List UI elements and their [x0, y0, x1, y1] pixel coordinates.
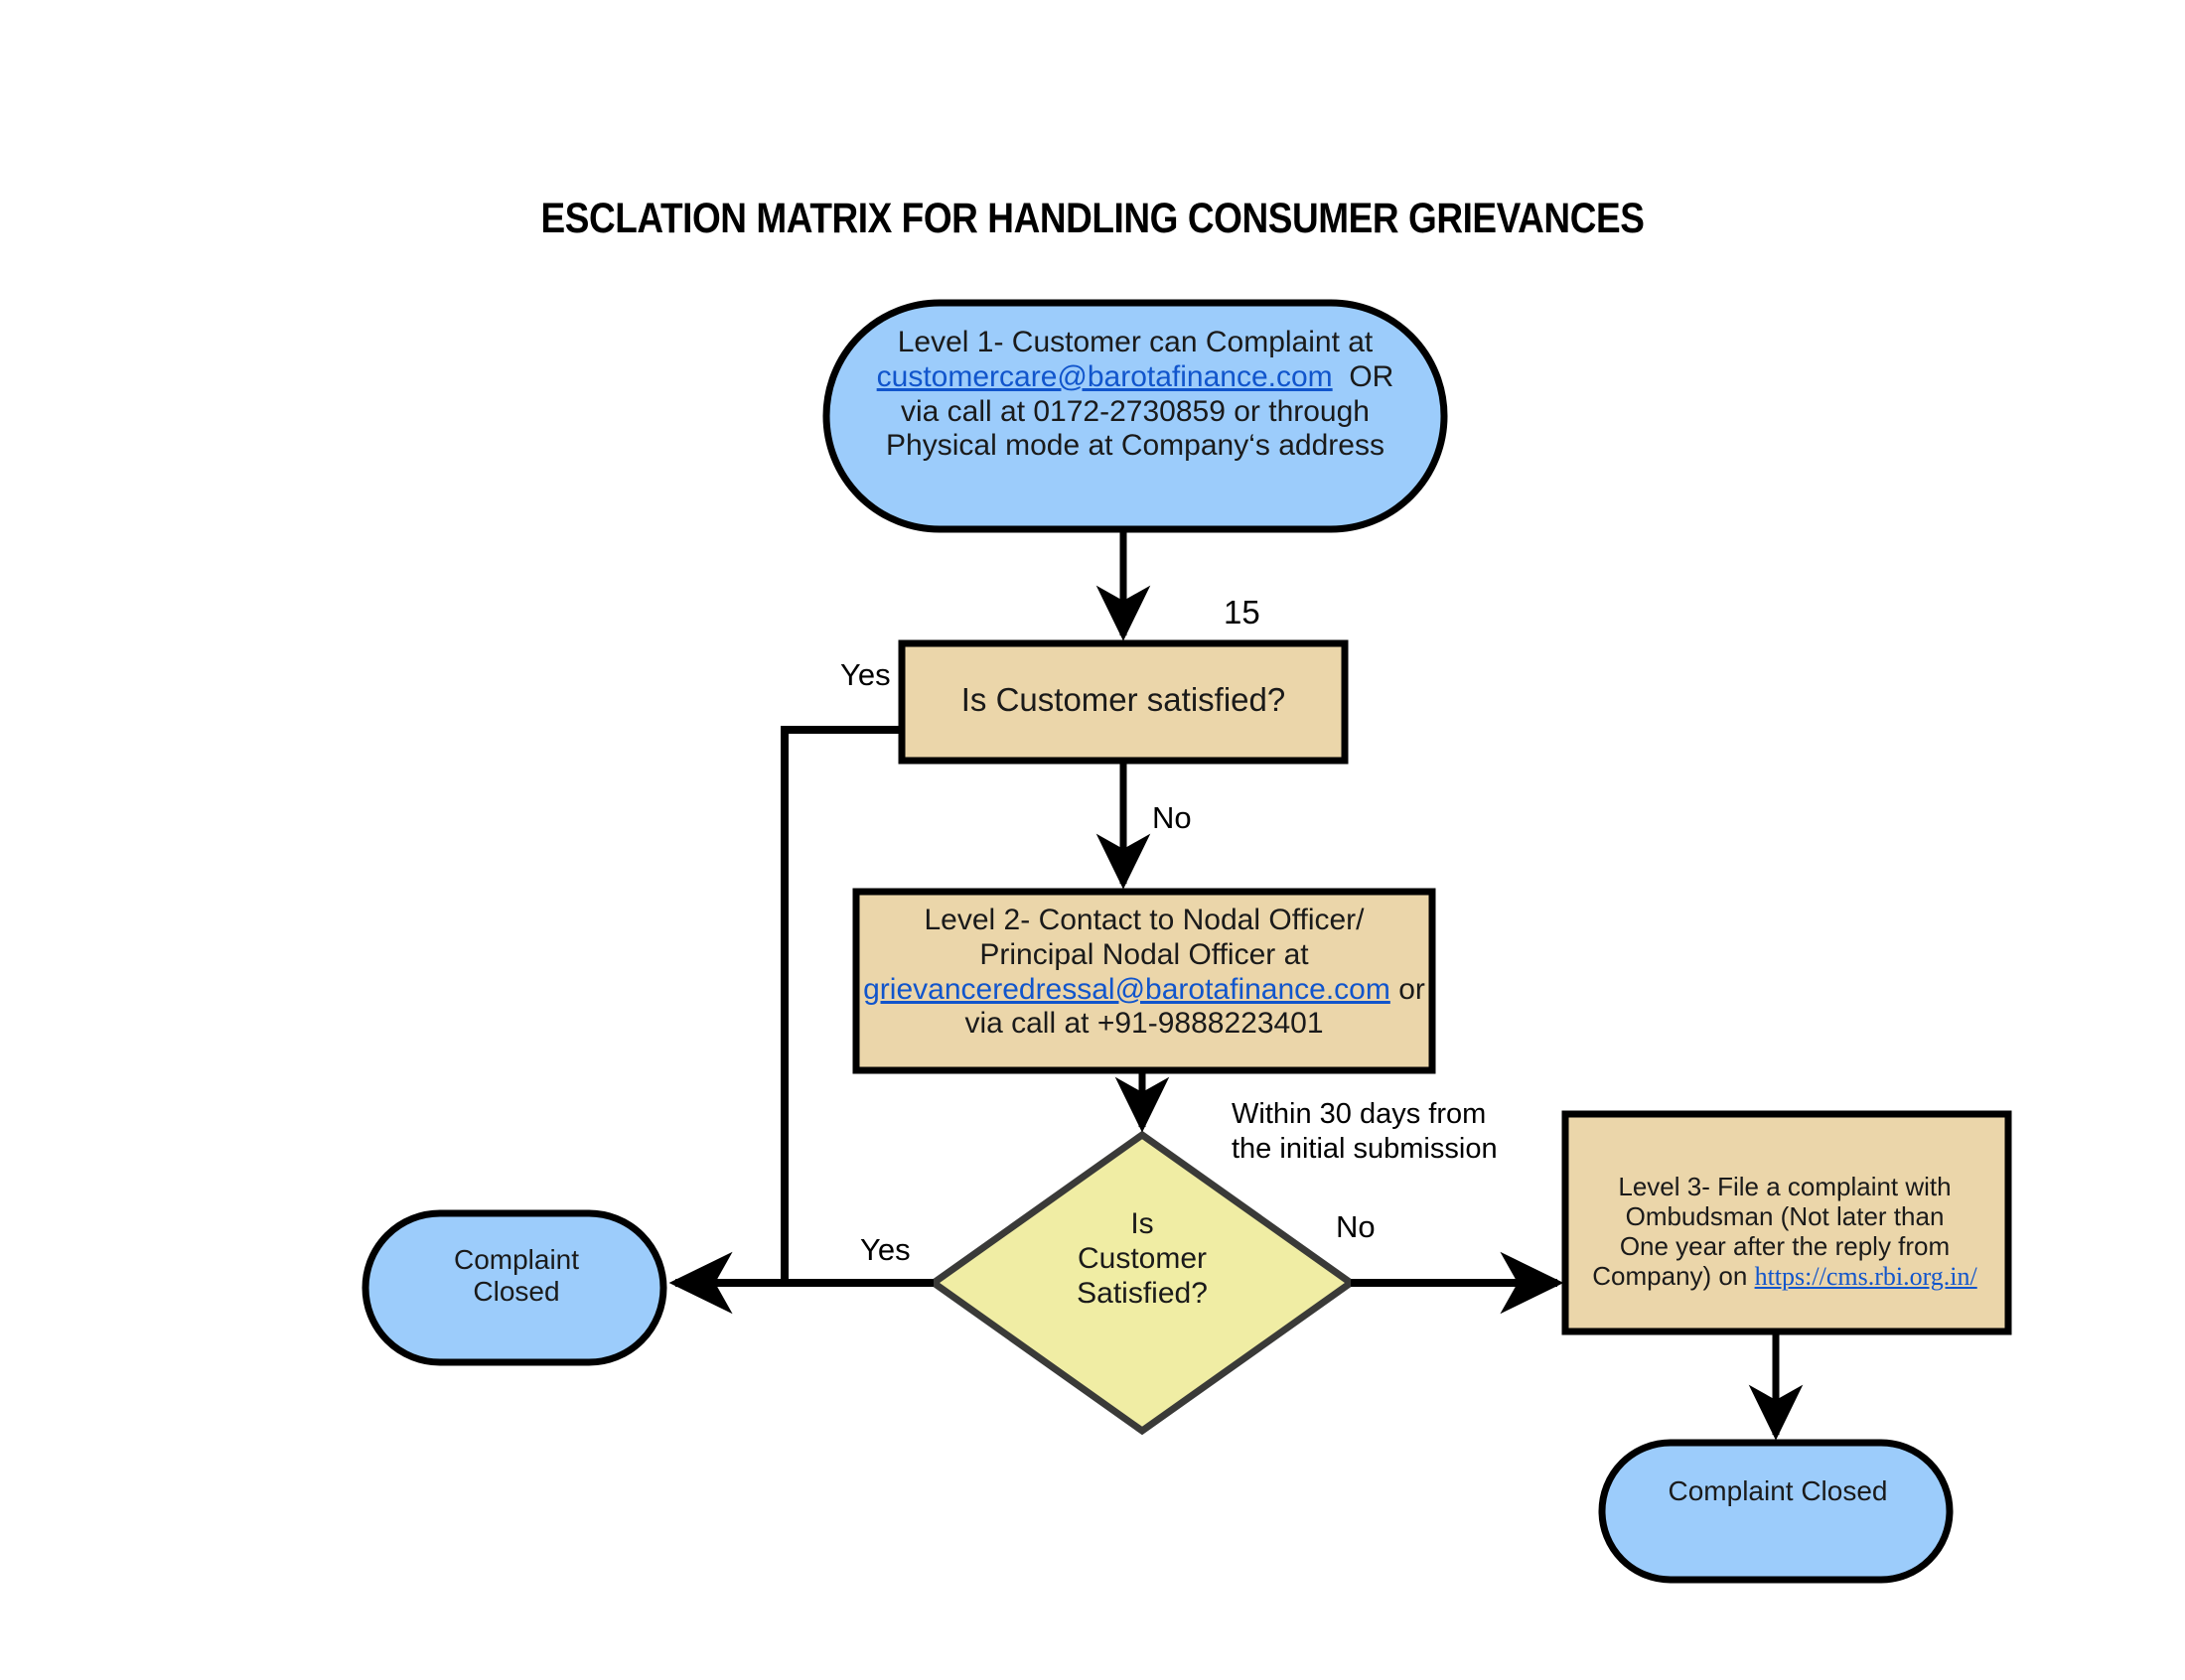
edge-label-15-days: 15	[1224, 594, 1260, 630]
node-decision2-shape[interactable]	[927, 1130, 1358, 1436]
within30-line-1: Within 30 days from	[1232, 1098, 1487, 1130]
within30-line-2: the initial submission	[1232, 1132, 1498, 1165]
edge-label-no-decision2: No	[1336, 1209, 1376, 1244]
edge-decision1-yes-to-complaint-closed	[781, 726, 902, 1283]
node-level2-shape[interactable]	[852, 888, 1436, 1074]
node-complaint-closed-left-shape[interactable]	[362, 1209, 667, 1366]
node-complaint-closed-right-shape[interactable]	[1598, 1439, 1954, 1584]
page-title: ESCLATION MATRIX FOR HANDLING CONSUMER G…	[540, 195, 1645, 242]
edge-label-no-decision1: No	[1152, 800, 1192, 835]
node-decision1-shape[interactable]	[898, 639, 1349, 765]
edge-label-yes-decision1: Yes	[840, 657, 891, 692]
node-level1-shape[interactable]	[822, 299, 1448, 533]
edge-label-within-30-days: Within 30 days from the initial submissi…	[1232, 1097, 1500, 1167]
node-level3-shape[interactable]	[1561, 1110, 2012, 1335]
edge-label-yes-decision2: Yes	[860, 1232, 911, 1267]
